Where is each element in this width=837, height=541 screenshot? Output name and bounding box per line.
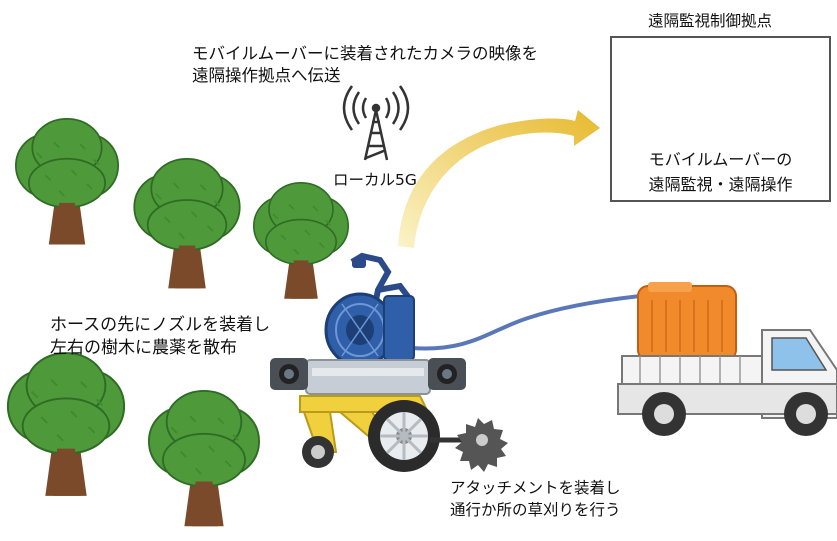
truck-icon <box>617 282 837 436</box>
tree-icon <box>8 353 124 496</box>
remote-station-title: 遠隔監視制御拠点 <box>648 12 773 30</box>
spray-caption-line1: ホースの先にノズルを装着し <box>50 315 271 335</box>
attachment-caption-line1: アタッチメントを装着し <box>450 479 621 497</box>
camera-caption: モバイルムーバーに装着されたカメラの映像を 遠隔操作拠点へ伝送 <box>192 43 538 87</box>
antenna-icon <box>342 85 410 161</box>
hose <box>411 293 651 351</box>
tree-icon <box>149 391 259 526</box>
remote-station-box <box>610 36 831 202</box>
spray-caption-line2: 左右の樹木に農薬を散布 <box>50 338 237 358</box>
spray-caption: ホースの先にノズルを装着し 左右の樹木に農薬を散布 <box>50 314 270 360</box>
tree-icon <box>254 183 348 299</box>
transmission-arrow <box>398 110 600 248</box>
network-label: ローカル5G <box>333 171 417 189</box>
camera-caption-line2: 遠隔操作拠点へ伝送 <box>192 66 341 85</box>
attachment-caption-line2: 通行か所の草刈りを行う <box>450 501 621 519</box>
mobile-mover-robot <box>270 252 508 472</box>
remote-station-desc-line1: モバイルムーバーの <box>648 150 793 169</box>
tree-icon <box>16 119 118 245</box>
remote-station-description: モバイルムーバーの 遠隔監視・遠隔操作 <box>610 147 831 197</box>
remote-station-desc-line2: 遠隔監視・遠隔操作 <box>648 175 793 194</box>
tree-icon <box>134 159 239 289</box>
attachment-caption: アタッチメントを装着し 通行か所の草刈りを行う <box>450 477 621 521</box>
camera-caption-line1: モバイルムーバーに装着されたカメラの映像を <box>192 44 539 63</box>
